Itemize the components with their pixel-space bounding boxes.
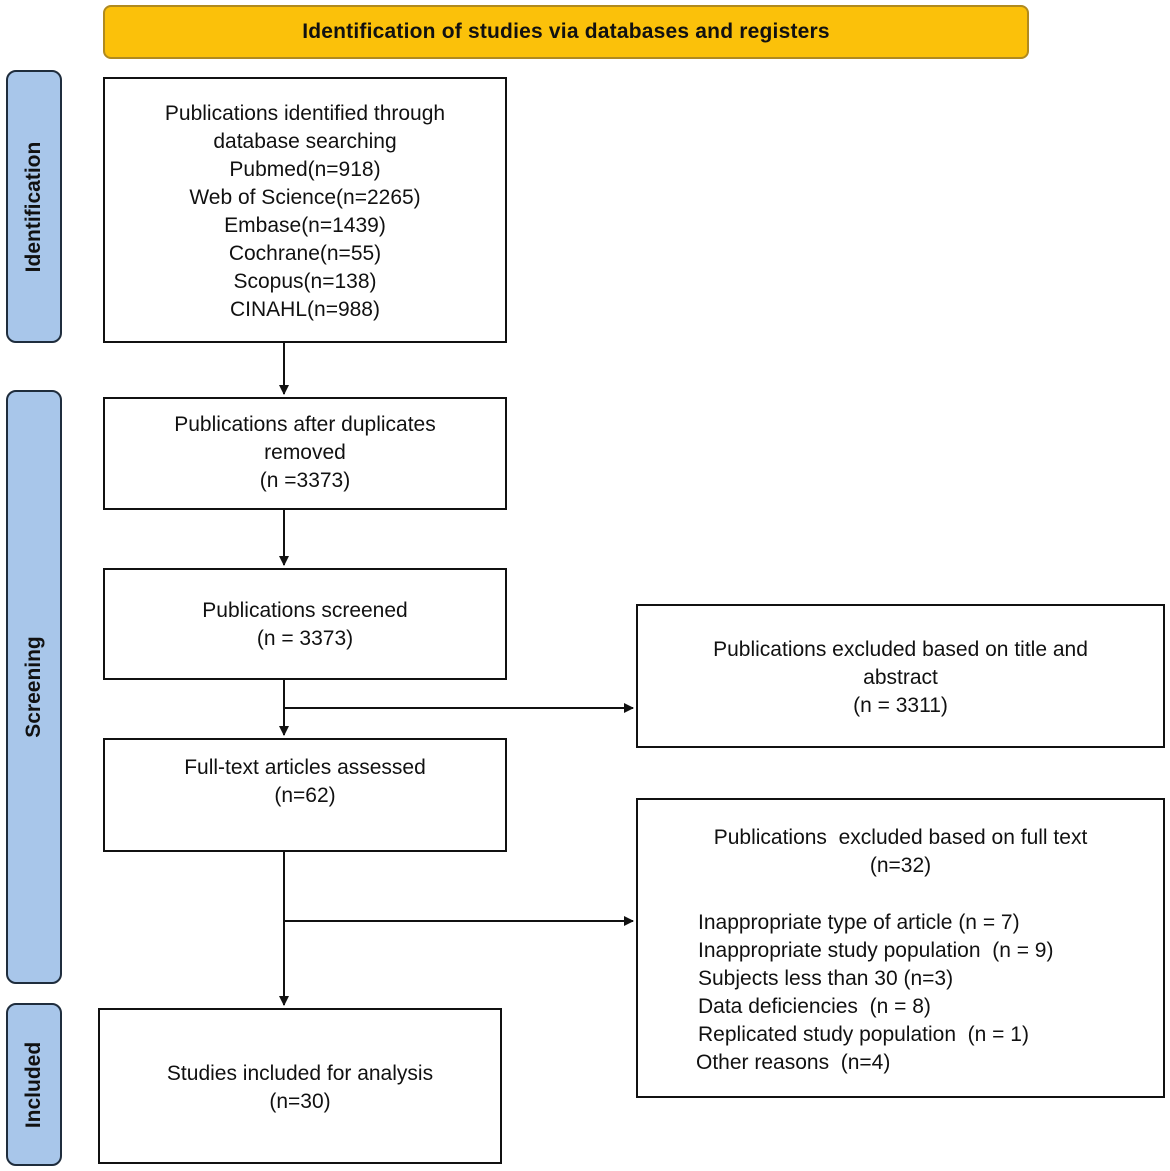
screened-line: Publications screened: [202, 599, 408, 622]
screened-line: (n = 3373): [256, 627, 354, 650]
phase-screening: Screening: [6, 390, 62, 984]
phase-identification: Identification: [6, 70, 62, 343]
excluded-full-header: Publications excluded based on full text: [713, 826, 1088, 849]
identified-line: database searching: [213, 130, 397, 153]
banner-title: Identification of studies via databases …: [302, 20, 830, 43]
included-box: Studies included for analysis (n=30): [98, 1008, 502, 1164]
excluded-title-line: (n = 3311): [853, 694, 948, 717]
identified-box: Publications identified through database…: [103, 77, 507, 343]
identified-line: Cochrane(n=55): [228, 242, 382, 265]
after-duplicates-line: removed: [264, 441, 346, 464]
full-text-box: Full-text articles assessed (n=62): [103, 738, 507, 852]
exclusion-reason: Data deficiencies (n = 8): [698, 995, 931, 1018]
excluded-title-line: abstract: [863, 666, 938, 689]
identified-line: Pubmed(n=918): [229, 158, 381, 181]
after-duplicates-line: (n =3373): [259, 469, 351, 492]
flow-banner: Identification of studies via databases …: [103, 5, 1029, 59]
exclusion-reason: Subjects less than 30 (n=3): [698, 967, 954, 990]
after-duplicates-box: Publications after duplicates removed (n…: [103, 397, 507, 510]
full-text-line: Full-text articles assessed: [184, 756, 426, 779]
phase-included: Included: [6, 1003, 62, 1166]
identified-line: Scopus(n=138): [233, 270, 377, 293]
excluded-title-line: Publications excluded based on title and: [713, 638, 1088, 661]
full-text-line: (n=62): [274, 784, 336, 807]
excluded-full-header: (n=32): [869, 854, 932, 877]
included-line: (n=30): [269, 1090, 331, 1113]
exclusion-reason: Replicated study population (n = 1): [698, 1023, 1029, 1046]
exclusion-reasons: Inappropriate type of article (n = 7) In…: [638, 909, 1163, 1077]
exclusion-reason: Inappropriate study population (n = 9): [698, 939, 1054, 962]
screened-box: Publications screened (n = 3373): [103, 568, 507, 680]
included-line: Studies included for analysis: [166, 1062, 434, 1085]
identified-line: Publications identified through: [164, 102, 446, 125]
identified-line: Web of Science(n=2265): [189, 186, 421, 209]
excluded-title-box: Publications excluded based on title and…: [636, 604, 1165, 748]
identified-line: CINAHL(n=988): [230, 298, 380, 321]
exclusion-reason: Inappropriate type of article (n = 7): [698, 911, 1020, 934]
excluded-full-box: Publications excluded based on full text…: [636, 798, 1165, 1098]
identified-line: Embase(n=1439): [224, 214, 386, 237]
after-duplicates-line: Publications after duplicates: [174, 413, 436, 436]
exclusion-reason: Other reasons (n=4): [696, 1051, 891, 1074]
